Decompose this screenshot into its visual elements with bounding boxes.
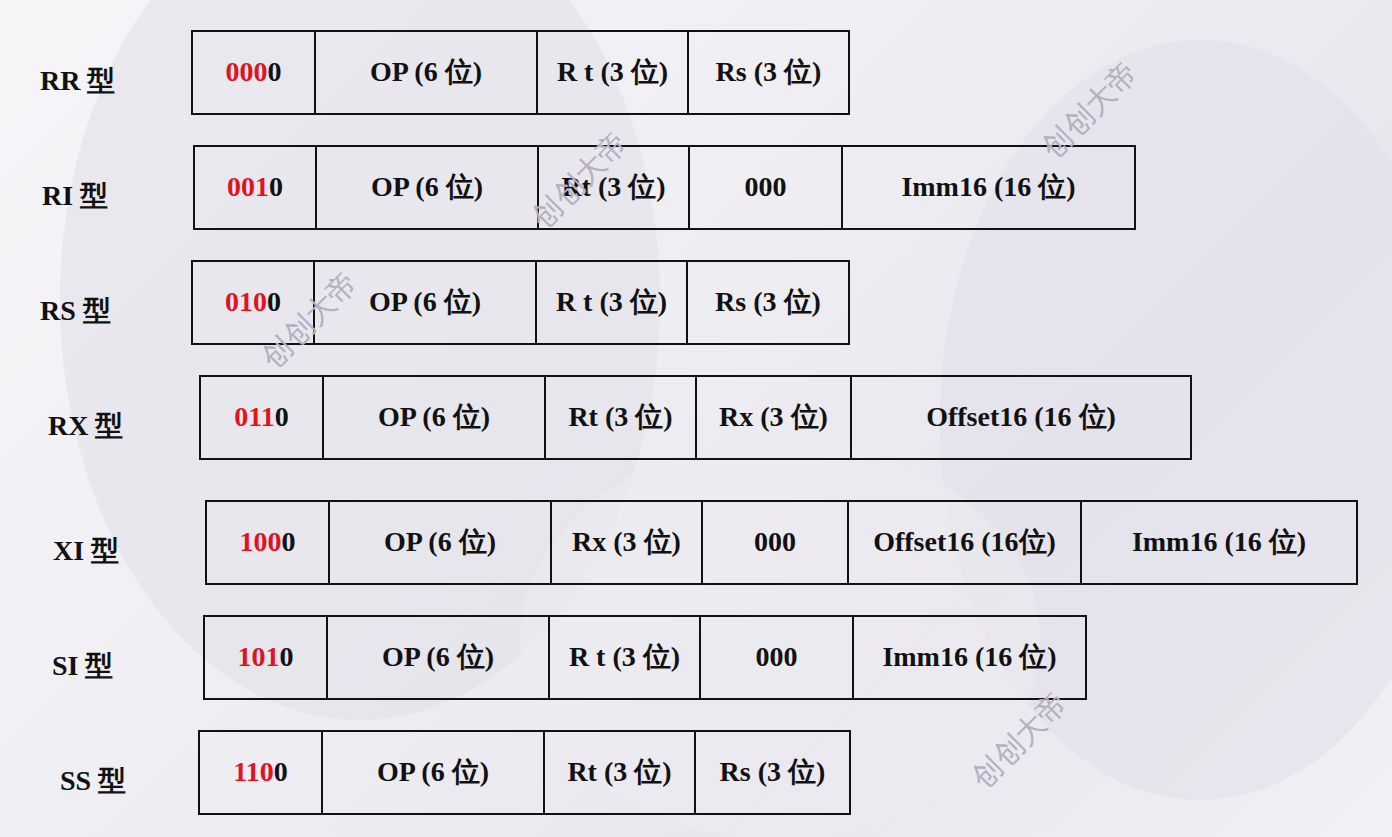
instruction-field: Rx (3 位) [695, 375, 852, 460]
instruction-field: Rs (3 位) [694, 730, 851, 815]
field-text: Offset16 (16 位) [926, 402, 1116, 433]
field-text: Imm16 (16 位) [1132, 527, 1306, 558]
type-code-field: 0110 [199, 375, 324, 460]
format-name: RR 型 [40, 66, 115, 97]
field-text: Rs (3 位) [720, 757, 826, 788]
instruction-field: Rt (3 位) [543, 730, 696, 815]
field-text: Rt (3 位) [568, 402, 672, 433]
field-text: OP (6 位) [384, 527, 496, 558]
format-name: SS 型 [60, 766, 126, 797]
instruction-field: 000 [701, 500, 849, 585]
instruction-field: Rs (3 位) [687, 30, 850, 115]
instruction-field: 000 [688, 145, 843, 230]
field-text: R t (3 位) [557, 57, 668, 88]
instruction-field: Rx (3 位) [550, 500, 703, 585]
format-name: SI 型 [52, 651, 113, 682]
field-text: Rs (3 位) [716, 57, 822, 88]
field-text: R t (3 位) [569, 642, 680, 673]
field-text: Rx (3 位) [572, 527, 681, 558]
field-text: 000 [226, 57, 268, 88]
field-text: OP (6 位) [370, 57, 482, 88]
instruction-field: 000 [699, 615, 854, 700]
type-code-field: 0000 [191, 30, 316, 115]
field-text: 0 [275, 402, 289, 433]
field-text: 000 [756, 642, 798, 673]
format-name: RS 型 [40, 296, 111, 327]
format-name: XI 型 [53, 536, 119, 567]
instruction-field: OP (6 位) [315, 145, 539, 230]
field-text: 0 [267, 287, 281, 318]
watermark: 创创大帝 [1033, 54, 1147, 168]
field-text: OP (6 位) [371, 172, 483, 203]
field-text: Rt (3 位) [567, 757, 671, 788]
instruction-field: R t (3 位) [548, 615, 701, 700]
field-text: 0 [269, 172, 283, 203]
field-text: 000 [754, 527, 796, 558]
instruction-field: Rt (3 位) [544, 375, 697, 460]
watermark: 创创大帝 [963, 684, 1077, 798]
type-code-field: 0010 [193, 145, 317, 230]
format-name: RX 型 [48, 411, 123, 442]
format-name: RI 型 [42, 181, 108, 212]
instruction-field: R t (3 位) [535, 260, 688, 345]
instruction-field: OP (6 位) [328, 500, 552, 585]
field-text: 001 [227, 172, 269, 203]
field-text: 101 [238, 642, 280, 673]
field-text: 000 [745, 172, 787, 203]
field-text: OP (6 位) [369, 287, 481, 318]
field-text: Imm16 (16 位) [882, 642, 1056, 673]
instruction-field: Offset16 (16 位) [850, 375, 1192, 460]
field-text: OP (6 位) [382, 642, 494, 673]
instruction-field: Imm16 (16 位) [1080, 500, 1358, 585]
field-text: 010 [225, 287, 267, 318]
field-text: 0 [282, 527, 296, 558]
instruction-field: OP (6 位) [322, 375, 546, 460]
field-text: 110 [233, 757, 273, 788]
watermark: 创创大帝 [253, 264, 367, 378]
type-code-field: 1100 [198, 730, 323, 815]
type-code-field: 1000 [205, 500, 330, 585]
instruction-field: OP (6 位) [321, 730, 545, 815]
field-text: OP (6 位) [377, 757, 489, 788]
field-text: 0 [274, 757, 288, 788]
field-text: Rs (3 位) [715, 287, 821, 318]
field-text: Imm16 (16 位) [901, 172, 1075, 203]
field-text: 011 [234, 402, 274, 433]
field-text: OP (6 位) [378, 402, 490, 433]
field-text: R t (3 位) [556, 287, 667, 318]
field-text: Offset16 (16位) [873, 527, 1056, 558]
instruction-field: Rs (3 位) [686, 260, 850, 345]
instruction-field: OP (6 位) [326, 615, 550, 700]
instruction-field: Offset16 (16位) [847, 500, 1082, 585]
field-text: 0 [268, 57, 282, 88]
field-text: Rx (3 位) [719, 402, 828, 433]
field-text: 0 [280, 642, 294, 673]
instruction-field: OP (6 位) [314, 30, 538, 115]
type-code-field: 1010 [203, 615, 328, 700]
instruction-field: Imm16 (16 位) [841, 145, 1136, 230]
field-text: 100 [240, 527, 282, 558]
instruction-field: R t (3 位) [536, 30, 689, 115]
